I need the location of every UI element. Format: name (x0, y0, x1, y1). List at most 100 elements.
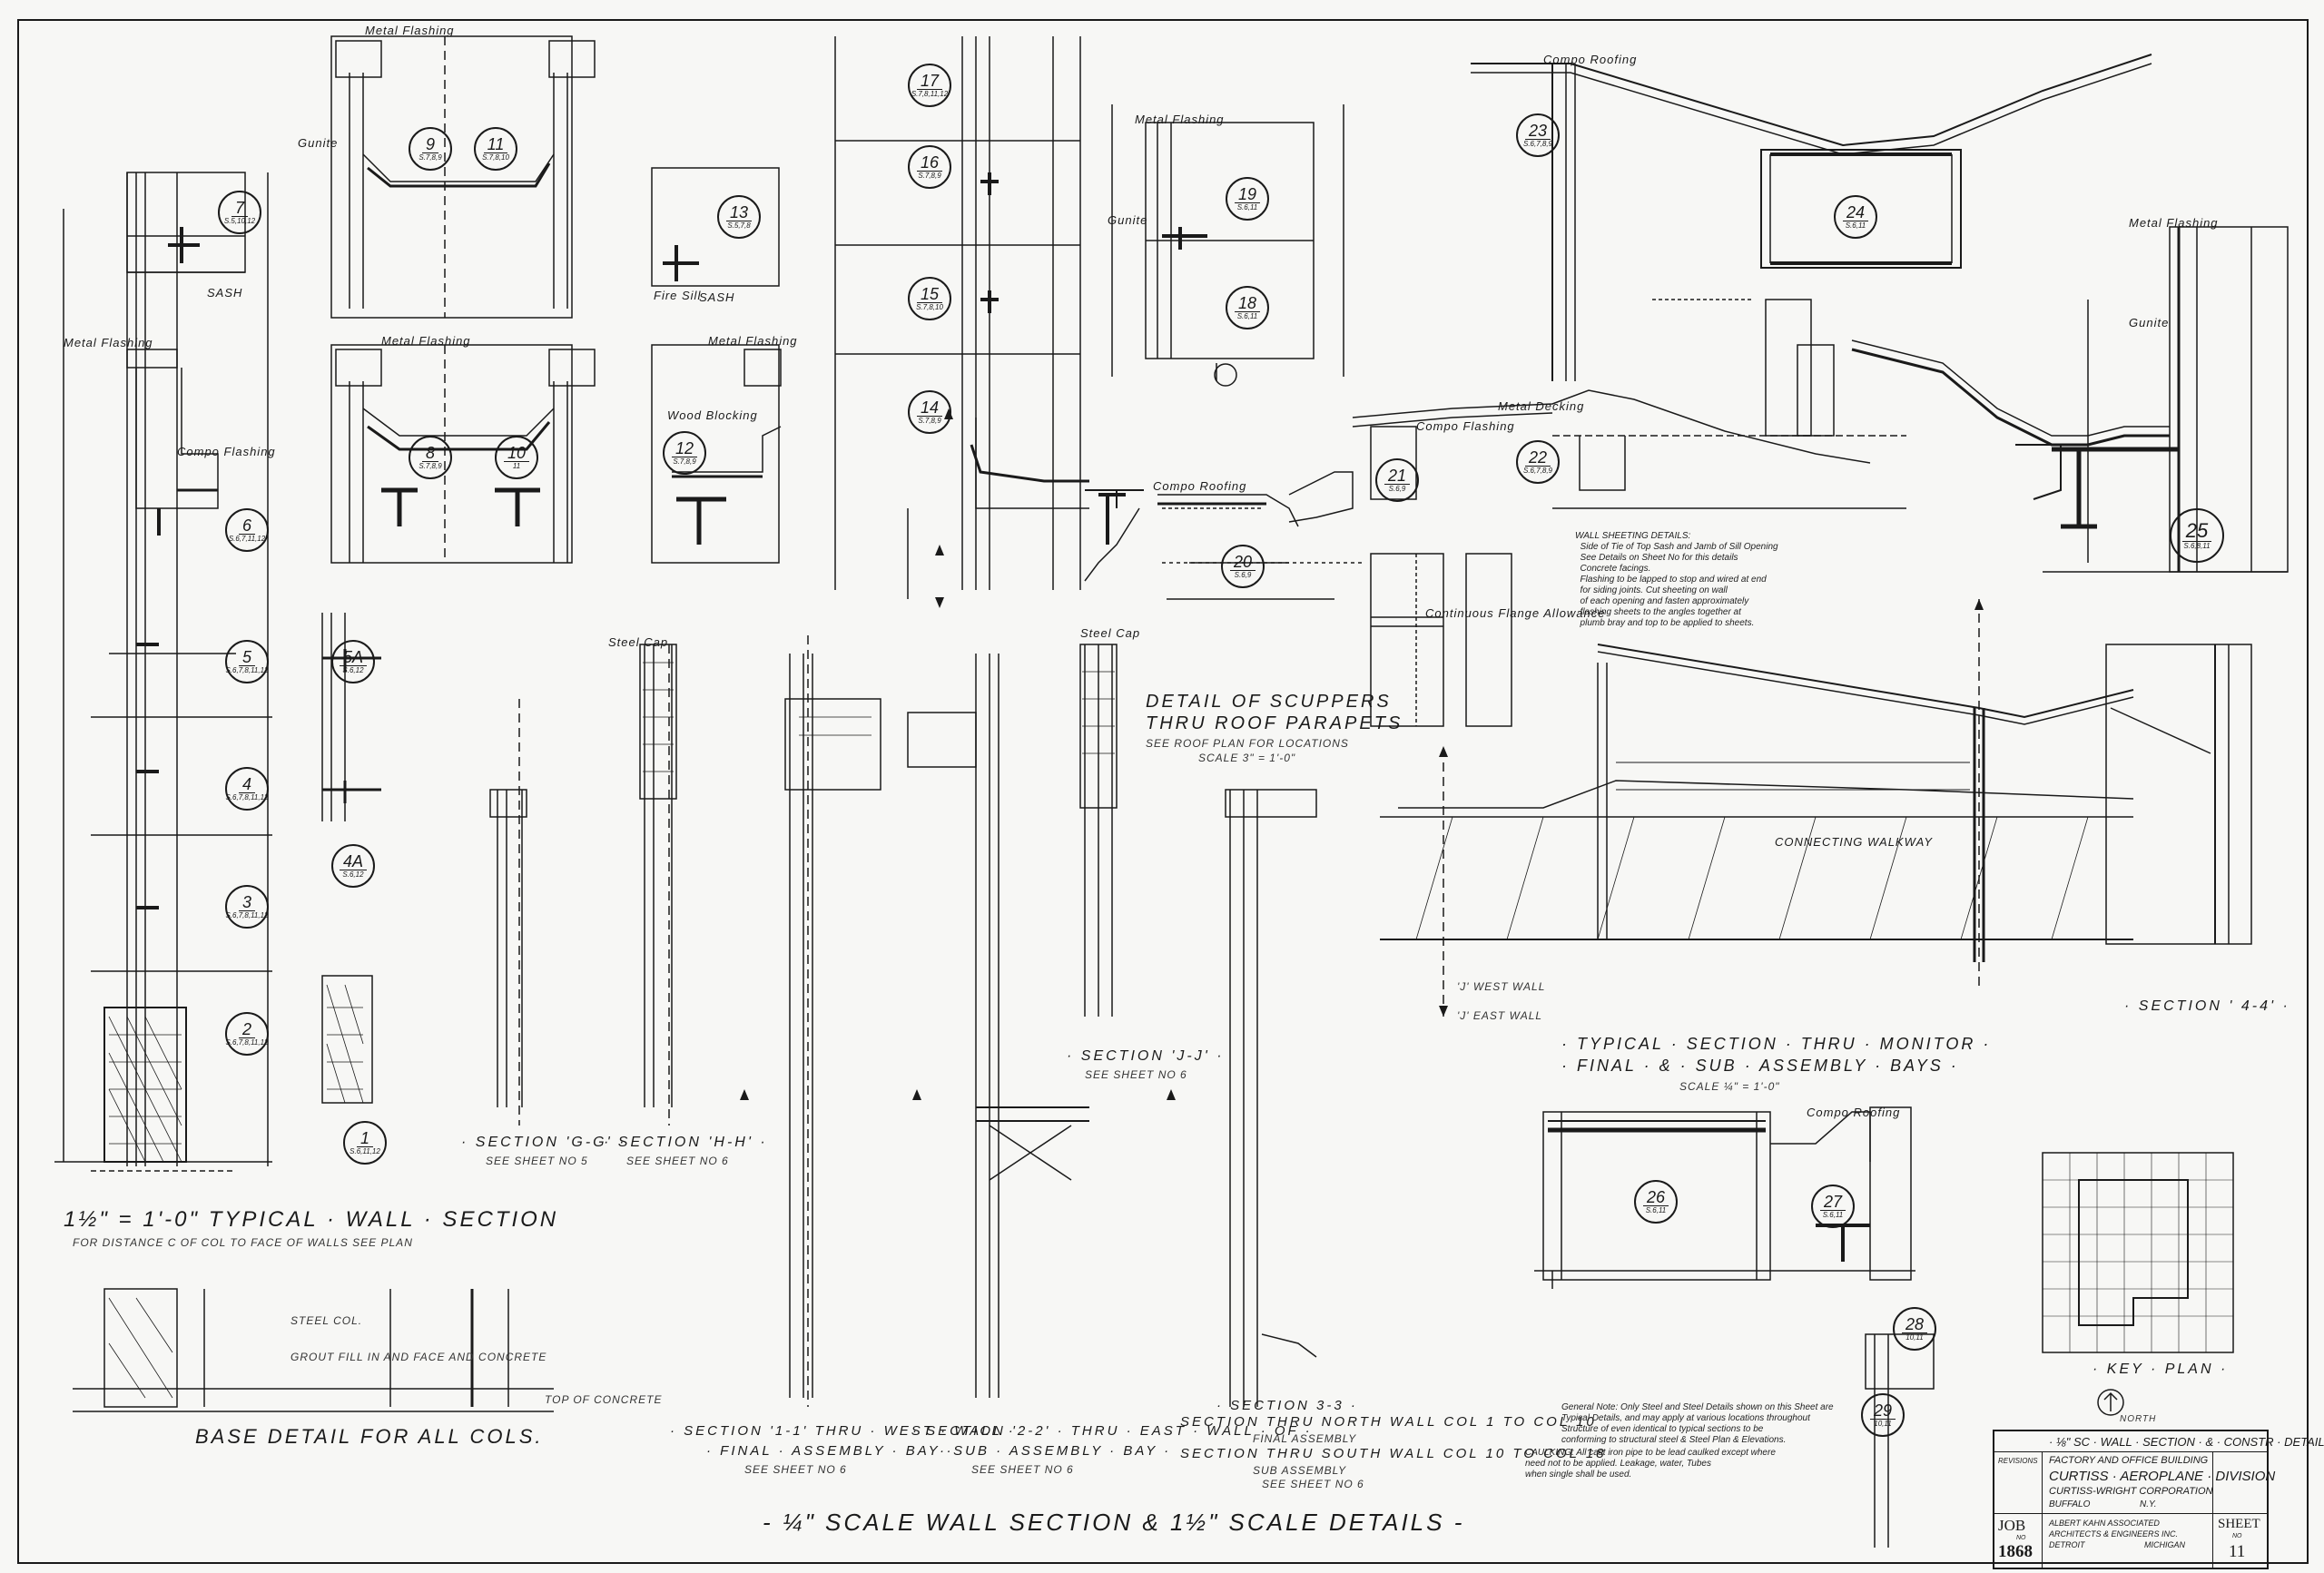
section-22-title: · SECTION '2-2' · THRU · EAST · WALL · O… (912, 1423, 1313, 1439)
wall-sheeting-note: WALL SHEETING DETAILS: Side of Tie of To… (1575, 531, 1778, 628)
section-arrows (740, 408, 1984, 1100)
architect-2: ARCHITECTS & ENGINEERS INC. (2049, 1529, 2179, 1539)
section-22 (907, 654, 1089, 1398)
base-detail-title: BASE DETAIL FOR ALL COLS. (195, 1425, 544, 1448)
scupper-scale: SCALE 3" = 1'-0" (1198, 752, 1296, 764)
architect-3: DETROIT (2049, 1540, 2085, 1549)
monitor-title: · TYPICAL · SECTION · THRU · MONITOR · (1561, 1035, 1992, 1053)
base-note-grout: GROUT FILL IN AND FACE AND CONCRETE (290, 1351, 547, 1363)
monitor-section (1380, 599, 2252, 1017)
detail-25 (1851, 226, 2289, 573)
sheet-number: 11 (2229, 1542, 2246, 1561)
label-steel-cap-2: Steel Cap (1080, 626, 1141, 640)
key-plan (2042, 1152, 2234, 1416)
monitor-scale: SCALE ¼" = 1'-0" (1679, 1080, 1780, 1093)
revisions-label: REVISIONS (1998, 1457, 2038, 1465)
label-metal-flashing-6: Metal Flashing (2129, 216, 2219, 230)
typical-wall-section-title: 1½" = 1'-0" TYPICAL · WALL · SECTION (64, 1207, 559, 1232)
general-note: General Note: Only Steel and Steel Detai… (1561, 1402, 1834, 1445)
label-continuous-flange: Continuous Flange Allowance (1425, 606, 1606, 620)
label-gunite-2: Gunite (2129, 316, 2170, 329)
label-gunite: Gunite (298, 136, 339, 150)
label-connecting-walkway: CONNECTING WALKWAY (1775, 835, 1934, 849)
label-metal-flashing-4: Metal Flashing (381, 334, 471, 348)
title-line-4: CURTISS-WRIGHT CORPORATION (2049, 1486, 2213, 1497)
section-gg (489, 699, 527, 1126)
scupper-title: DETAIL OF SCUPPERS (1146, 692, 1392, 712)
label-sash-2: SASH (207, 286, 243, 300)
details-18-19 (1111, 104, 1344, 387)
section-11 (784, 635, 881, 1407)
section-33-title-c: FINAL ASSEMBLY (1253, 1432, 1357, 1445)
typical-wall-section (54, 172, 272, 1172)
title-block: · ⅛" SC · WALL · SECTION · & · CONSTR · … (1993, 1430, 2324, 1569)
monitor-edge-sections (1352, 54, 2152, 509)
details-28-29 (1865, 1333, 1935, 1548)
label-wood-blocking: Wood Blocking (667, 408, 758, 422)
section-33-title-d: SECTION THRU SOUTH WALL COL 10 TO COL 18 (1180, 1446, 1607, 1461)
label-steel-cap: Steel Cap (608, 635, 669, 649)
base-note-steel-col: STEEL COL. (290, 1314, 363, 1327)
label-metal-flashing-5: Metal Flashing (708, 334, 798, 348)
details-26-27 (1534, 1106, 1915, 1289)
title-line-3: CURTISS · AEROPLANE · DIVISION (2049, 1469, 2276, 1484)
section-hh-title: · SECTION 'H-H' · (604, 1135, 768, 1150)
section-hh-sub: SEE SHEET NO 6 (626, 1155, 729, 1167)
typical-wall-section-note: FOR DISTANCE C OF COL TO FACE OF WALLS S… (73, 1236, 413, 1249)
section-jj-title: · SECTION 'J-J' · (1067, 1048, 1225, 1064)
label-compo-flashing-2: Compo Flashing (177, 445, 276, 458)
job-number: 1868 (1998, 1542, 2033, 1561)
sheet-border (17, 19, 2309, 1564)
section-jj (1079, 644, 1118, 1017)
title-line-5: BUFFALO (2049, 1499, 2091, 1509)
title-line-2: FACTORY AND OFFICE BUILDING (2049, 1455, 2209, 1466)
label-compo-roofing-2: Compo Roofing (1153, 479, 1247, 493)
sections-14-17 (834, 36, 1144, 599)
label-fire-sill: Fire Sill (654, 289, 702, 302)
east-wall-label: 'J' EAST WALL (1457, 1009, 1543, 1022)
section-11-title: · SECTION '1-1' THRU · WEST · WALL · (670, 1423, 1016, 1439)
scupper-detail-20 (1098, 471, 1362, 600)
parapet-details (330, 35, 782, 564)
main-caption: - ¼" SCALE WALL SECTION & 1½" SCALE DETA… (763, 1509, 1465, 1536)
scupper-title-2: THRU ROOF PARAPETS (1146, 713, 1403, 733)
architect-4: MICHIGAN (2144, 1540, 2185, 1549)
section-33-title: · SECTION 3-3 · (1216, 1398, 1358, 1413)
section-gg-sub: SEE SHEET NO 5 (486, 1155, 588, 1167)
section-gg-title: · SECTION 'G-G' · (461, 1135, 627, 1150)
section-33-title-b: SECTION THRU NORTH WALL COL 1 TO COL 10 (1180, 1414, 1597, 1430)
west-wall-label: 'J' WEST WALL (1457, 980, 1546, 993)
section-44-title: · SECTION ' 4-4' · (2124, 998, 2290, 1014)
section-33-title-e: SUB ASSEMBLY (1253, 1464, 1347, 1477)
base-note-top: TOP OF CONCRETE (545, 1393, 663, 1406)
north-label: NORTH (2120, 1414, 2157, 1424)
architect-1: ALBERT KAHN ASSOCIATED (2049, 1519, 2160, 1528)
section-33-sub: SEE SHEET NO 6 (1262, 1478, 1364, 1490)
label-metal-flashing-2: Metal Flashing (1135, 113, 1225, 126)
caulking-note: CAULKING: All cast iron pipe to be lead … (1525, 1448, 1776, 1480)
